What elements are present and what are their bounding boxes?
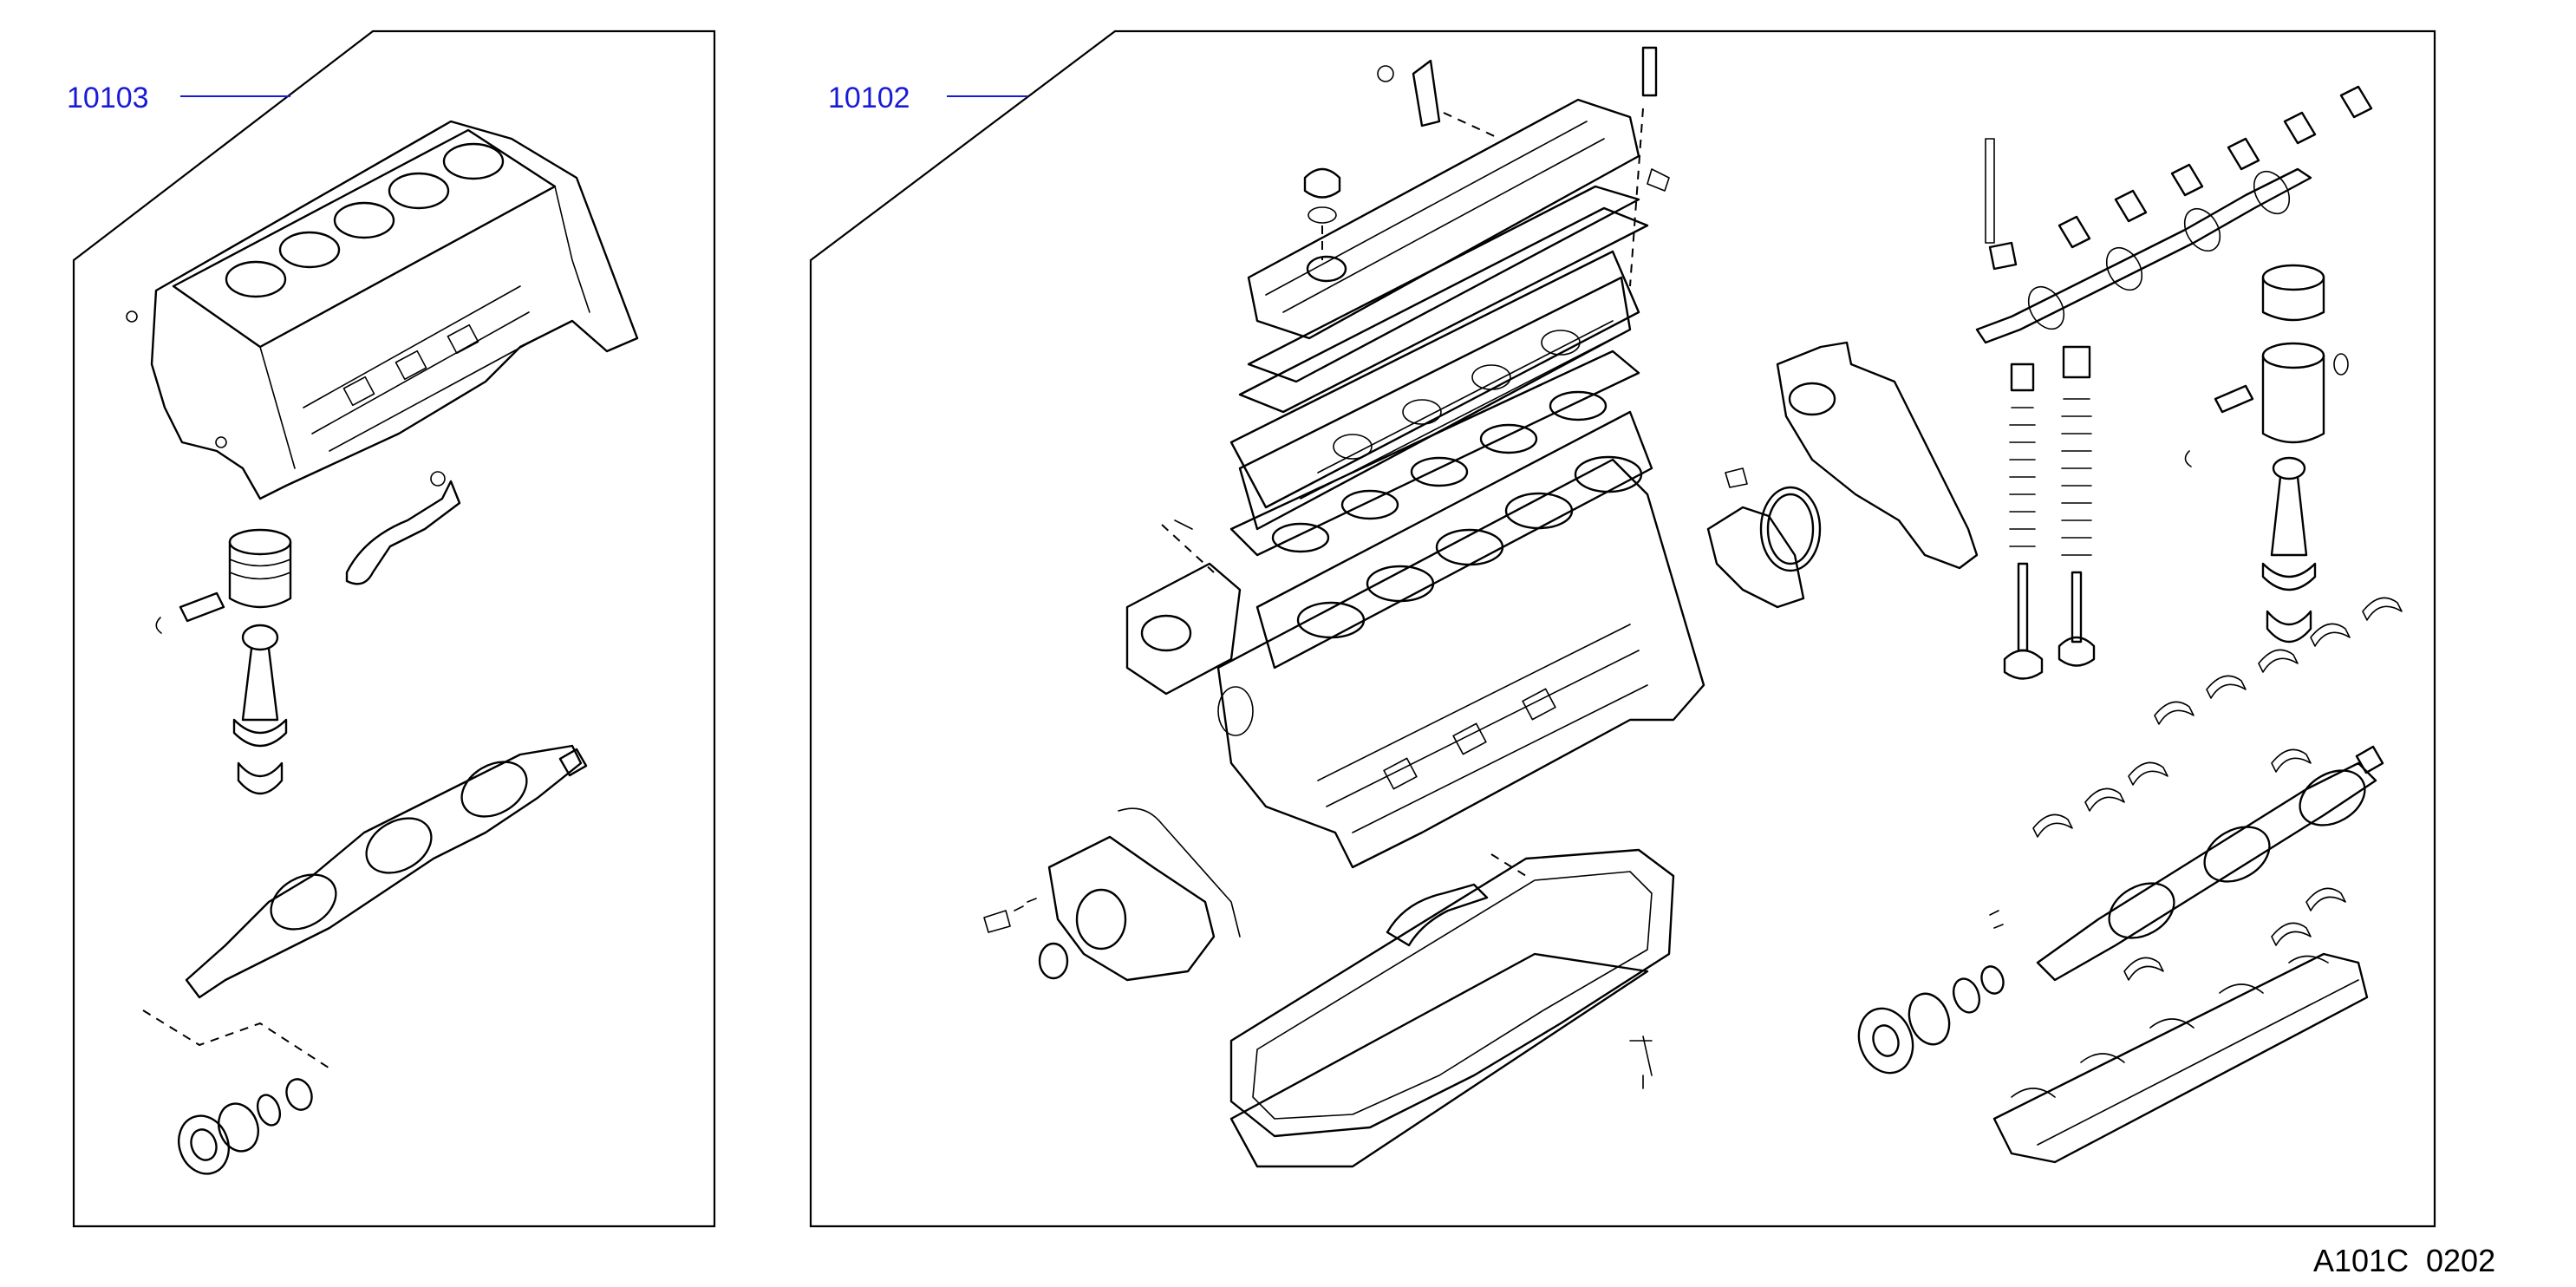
callout-label-10103[interactable]: 10103 [67, 82, 149, 114]
piston-right-illustration [2184, 264, 2349, 644]
bearing-caps-illustration [1992, 952, 2369, 1164]
crank-gear-illustration [178, 1078, 313, 1175]
water-pump-illustration [1125, 519, 1242, 696]
main-bearings-illustration [2032, 597, 2403, 981]
panel-long-block: 10102 [809, 29, 2436, 1228]
panel-short-block: 10103 [67, 29, 716, 1228]
cylinder-block-illustration [126, 120, 639, 500]
crankshaft-illustration [185, 744, 588, 999]
valve-train-illustration [2003, 345, 2096, 680]
rear-plate-illustration [1706, 341, 1979, 609]
rocker-cover-illustration [1247, 46, 1670, 340]
diagram-revision: 0202 [2426, 1243, 2495, 1278]
panel-frame-left [72, 29, 716, 1228]
head-gasket-illustration [1229, 350, 1640, 557]
callout-label-10102[interactable]: 10102 [828, 82, 910, 114]
connecting-rod-illustration [232, 624, 288, 795]
oil-strainer-illustration [345, 471, 461, 585]
diagram-code: A101C [2313, 1243, 2409, 1278]
piston-illustration [155, 528, 292, 634]
panel-frame-right [809, 29, 2436, 1228]
assembly-line-crank [142, 1009, 335, 1072]
head-cover-seal [1238, 206, 1649, 414]
cylinder-head-illustration [1229, 250, 1640, 531]
oil-pan-illustration [1229, 848, 1675, 1168]
cylinder-block-main-illustration [1216, 410, 1705, 869]
camshaft-illustration [1975, 85, 2373, 344]
oil-pump-illustration [983, 807, 1241, 982]
rocker-cover-gasket [1247, 185, 1640, 383]
crankshaft-right-illustration [1857, 745, 2384, 1075]
